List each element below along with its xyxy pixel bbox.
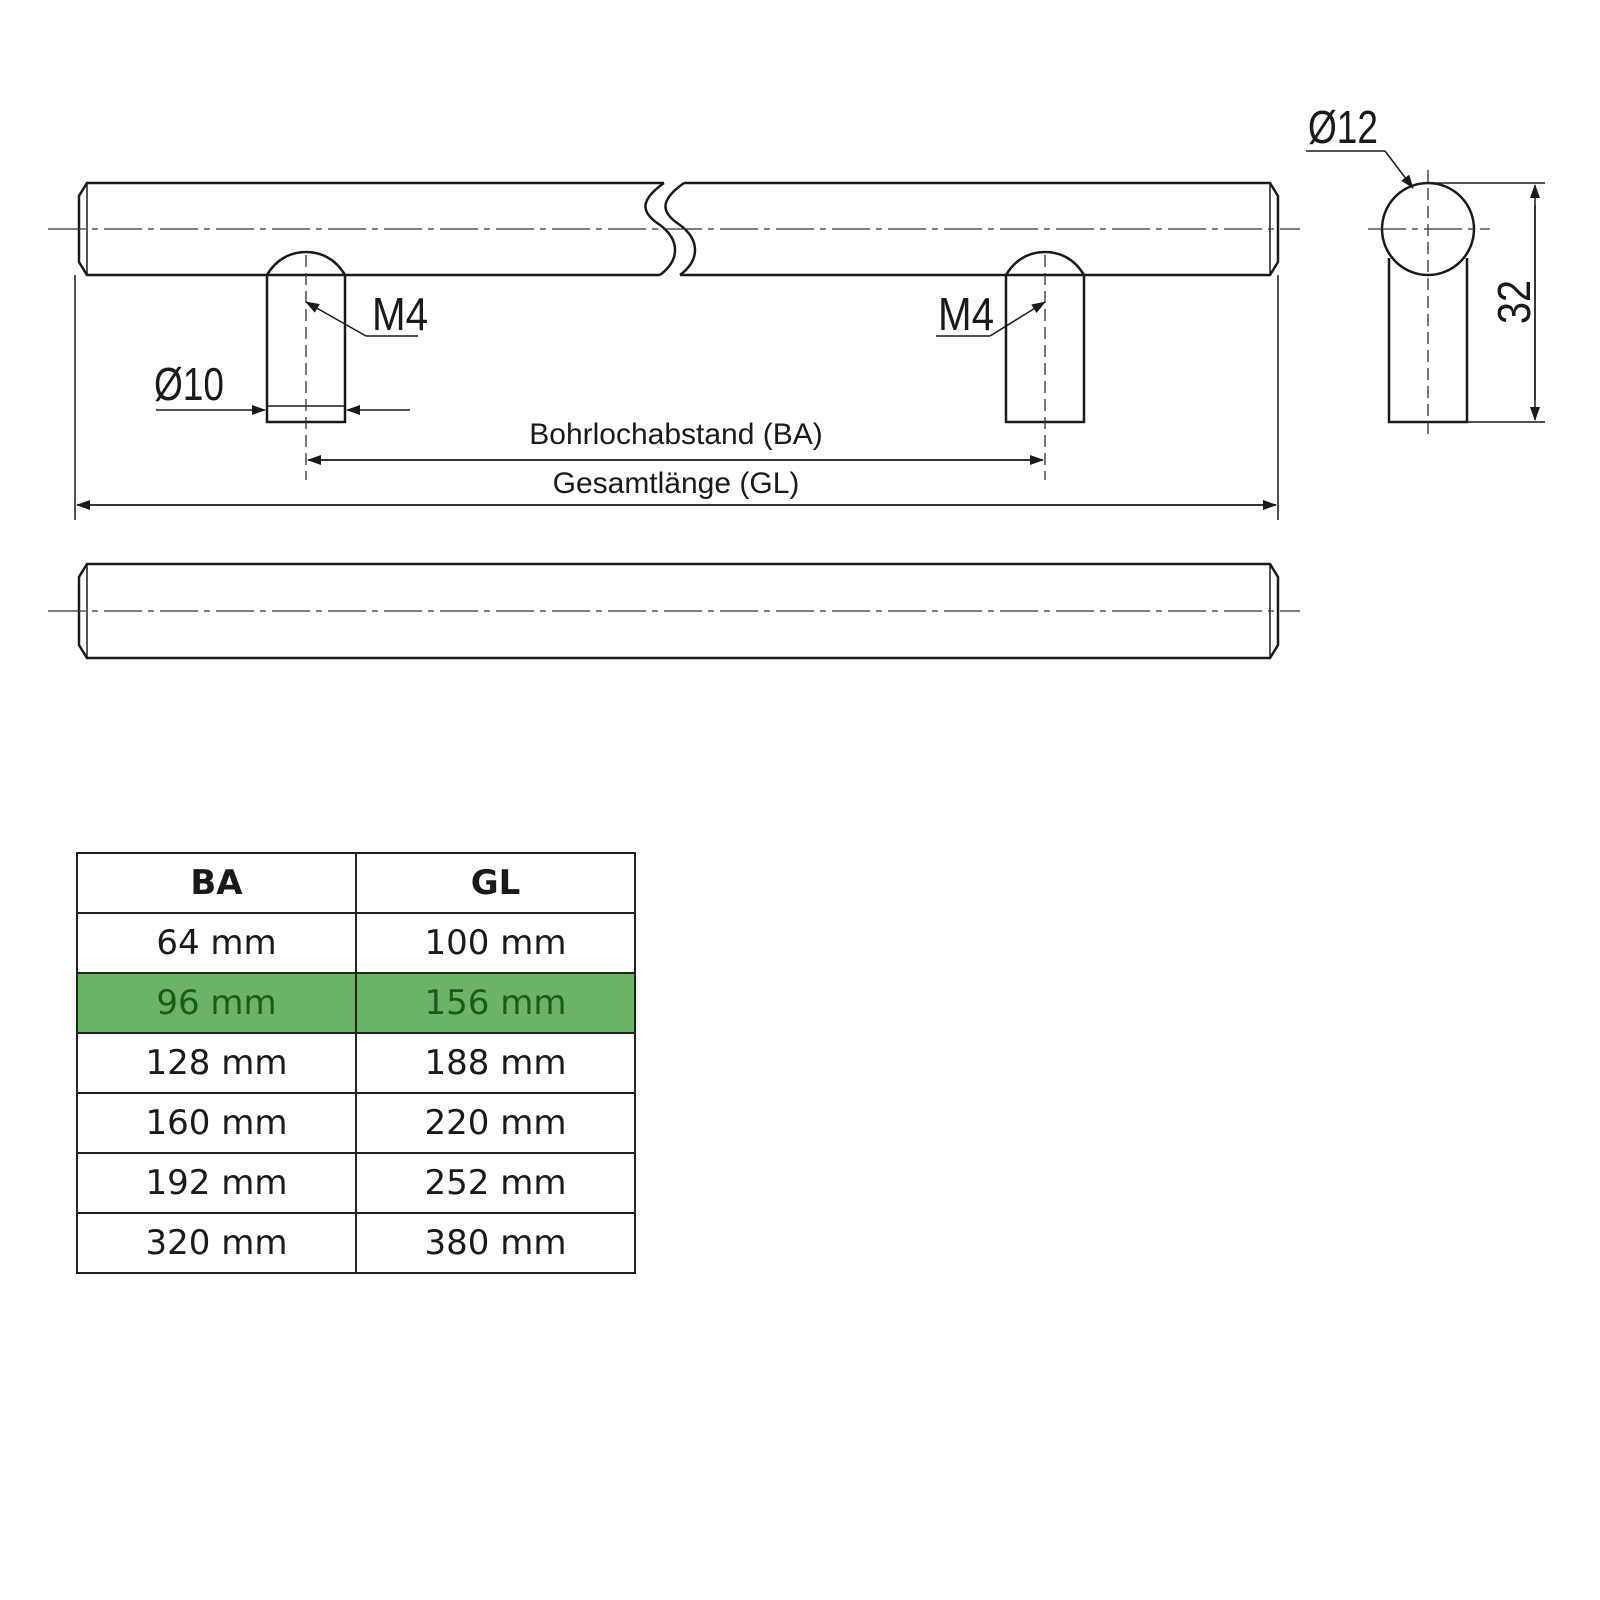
height-label: 32: [1488, 280, 1540, 324]
cell-gl: 100 mm: [355, 912, 636, 974]
table-row: 160 mm 220 mm: [76, 1092, 636, 1154]
top-view: [48, 562, 1300, 660]
thread-label-right: M4: [938, 288, 994, 340]
table-row: 64 mm 100 mm: [76, 912, 636, 974]
table-row: 320 mm 380 mm: [76, 1212, 636, 1274]
cell-gl: 220 mm: [355, 1092, 636, 1154]
cell-gl: 252 mm: [355, 1152, 636, 1214]
cell-ba: 96 mm: [76, 972, 357, 1034]
size-table: BA GL 64 mm 100 mm 96 mm 156 mm 128 mm 1…: [76, 852, 636, 1274]
total-length-label: Gesamtlänge (GL): [553, 467, 800, 500]
side-view: 32 Ø12: [1306, 101, 1545, 440]
cell-ba: 64 mm: [76, 912, 357, 974]
header-gl: GL: [355, 852, 636, 914]
post-diameter-label: Ø10: [154, 358, 224, 410]
hole-spacing-label: Bohrlochabstand (BA): [529, 418, 823, 451]
table-header-row: BA GL: [76, 852, 636, 914]
bar-diameter-label: Ø12: [1308, 101, 1378, 153]
thread-label-left: M4: [372, 288, 428, 340]
cell-ba: 128 mm: [76, 1032, 357, 1094]
cell-ba: 160 mm: [76, 1092, 357, 1154]
table-row: 128 mm 188 mm: [76, 1032, 636, 1094]
right-post: [1004, 250, 1086, 424]
header-ba: BA: [76, 852, 357, 914]
table-row-highlighted: 96 mm 156 mm: [76, 972, 636, 1034]
cell-ba: 192 mm: [76, 1152, 357, 1214]
break-mark: [644, 181, 677, 276]
bar-right-segment: [680, 181, 1280, 277]
front-view: M4 M4 Ø10 Bohrlochabstand (BA) Gesamtlän…: [48, 181, 1300, 520]
left-post: [265, 250, 347, 424]
cell-ba: 320 mm: [76, 1212, 357, 1274]
cell-gl: 380 mm: [355, 1212, 636, 1274]
table-row: 192 mm 252 mm: [76, 1152, 636, 1214]
cell-gl: 156 mm: [355, 972, 636, 1034]
cell-gl: 188 mm: [355, 1032, 636, 1094]
